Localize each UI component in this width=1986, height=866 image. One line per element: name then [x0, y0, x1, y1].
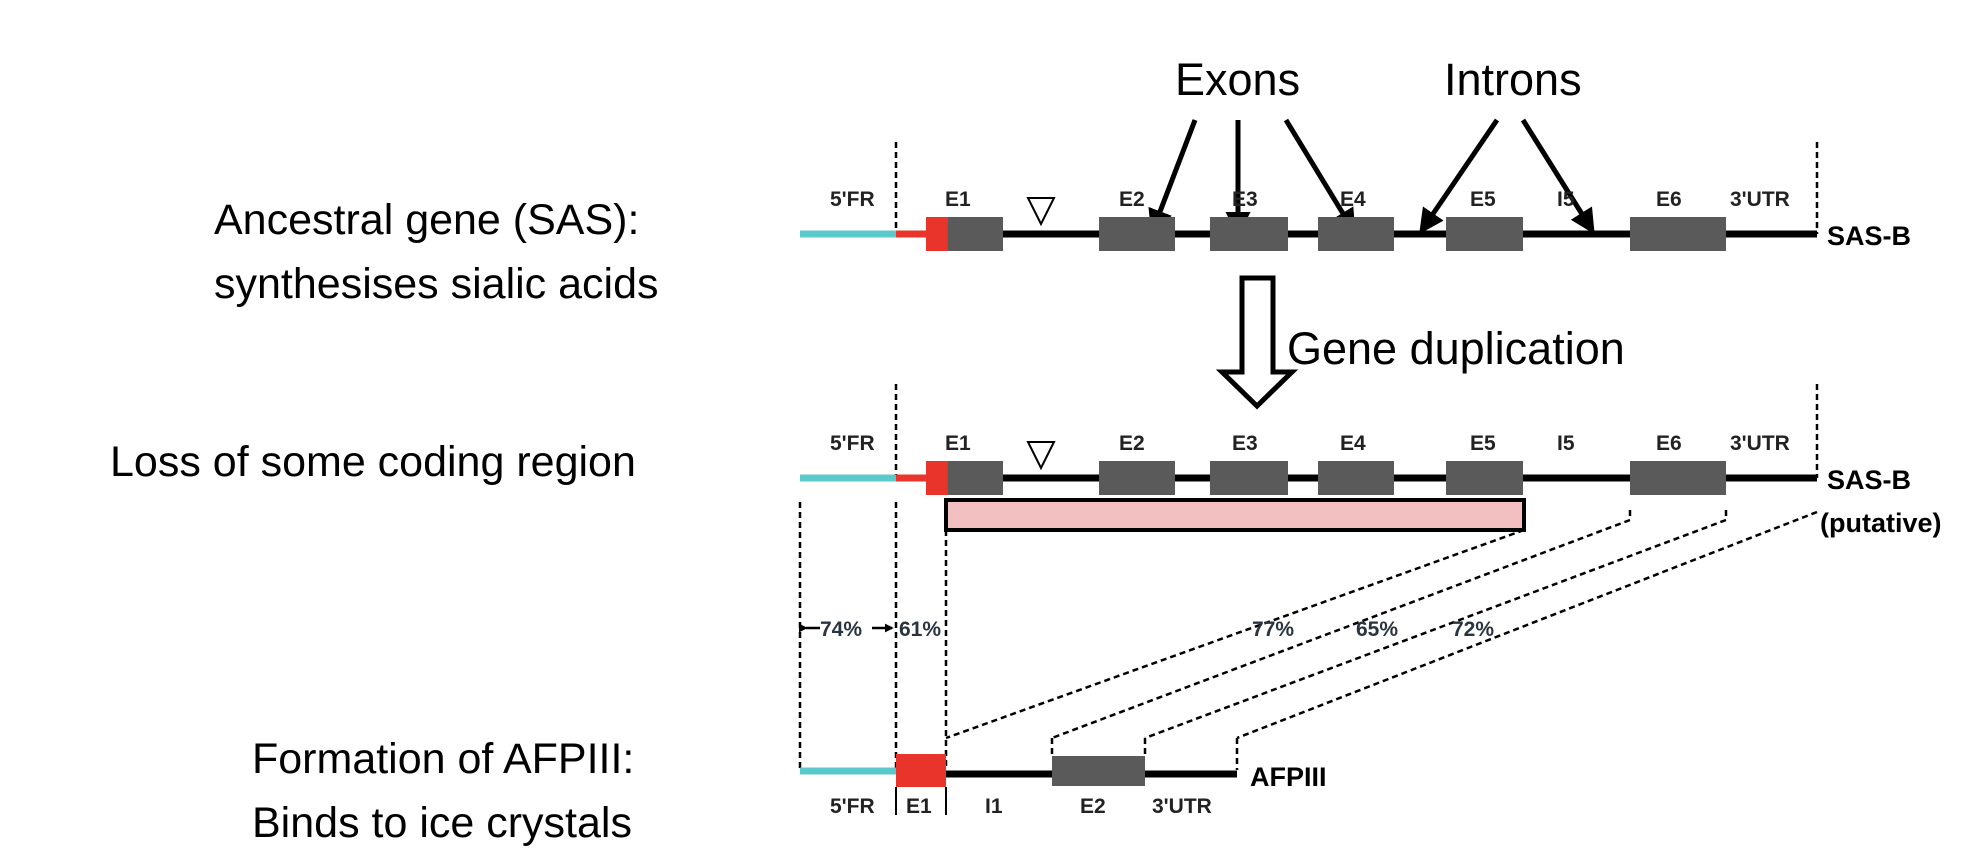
afpiii-exon-e1 [896, 754, 946, 787]
label-e2: E2 [1119, 188, 1145, 211]
gene-name-afpiii: AFPIII [1250, 762, 1327, 792]
gene-name-sas-b: SAS-B [1827, 221, 1911, 251]
label-e1: E1 [945, 432, 971, 455]
label-e6: E6 [1656, 432, 1682, 455]
label-i5: I5 [1557, 432, 1575, 455]
similarity-61: 61% [899, 618, 941, 641]
exons-annotation: Exons [1175, 54, 1300, 105]
sas-b-gene-row: 5'FR E1 E2 E3 E4 E5 I5 E6 3'UTR SAS-B [800, 142, 1911, 251]
afpiii-gene-row: 5'FR E1 I1 E2 3'UTR AFPIII [800, 754, 1327, 818]
label-e4: E4 [1340, 188, 1366, 211]
exon-e2 [1099, 217, 1175, 251]
introns-annotation: Introns [1444, 54, 1582, 105]
label-5fr: 5'FR [830, 432, 875, 455]
exon-pointer-arrows [1148, 118, 1356, 237]
label-3utr: 3'UTR [1730, 432, 1790, 455]
label-5fr: 5'FR [830, 795, 875, 818]
triangle-marker-icon [1026, 441, 1056, 471]
similarity-percentages: 74% 61% 77% 65% 72% [799, 618, 1494, 641]
label-5fr: 5'FR [830, 188, 875, 211]
similarity-65: 65% [1356, 618, 1398, 641]
sas-b-putative-gene-row: 5'FR E1 E2 E3 E4 E5 I5 E6 3'UTR SAS-B (p… [800, 384, 1942, 538]
exon-e5 [1446, 217, 1523, 251]
label-e6: E6 [1656, 188, 1682, 211]
ancestral-gene-label: Ancestral gene (SAS): [214, 196, 639, 244]
formation-label: Formation of AFPIII: [252, 735, 634, 783]
label-i5: I5 [1557, 188, 1575, 211]
exon-e3 [1210, 217, 1288, 251]
label-3utr: 3'UTR [1152, 795, 1212, 818]
formation-function: Binds to ice crystals [252, 799, 632, 847]
label-e5: E5 [1470, 432, 1496, 455]
label-e1: E1 [945, 188, 971, 211]
homology-mapping-lines [798, 502, 1818, 770]
exon-e6 [1630, 217, 1726, 251]
label-e1: E1 [906, 795, 932, 818]
ancestral-gene-function: synthesises sialic acids [214, 260, 659, 308]
gene-duplication-annotation: Gene duplication [1287, 323, 1625, 374]
similarity-72: 72% [1452, 618, 1494, 641]
label-e2: E2 [1119, 432, 1145, 455]
label-e3: E3 [1232, 432, 1258, 455]
similarity-74: 74% [820, 618, 862, 641]
exon-e1-coding [926, 217, 948, 251]
gene-qualifier-putative: (putative) [1820, 508, 1942, 538]
afpiii-exon-e2 [1052, 756, 1145, 786]
label-e4: E4 [1340, 432, 1366, 455]
exon-e4 [1318, 217, 1394, 251]
similarity-77: 77% [1252, 618, 1294, 641]
label-3utr: 3'UTR [1730, 188, 1790, 211]
exon-e1 [948, 217, 1003, 251]
label-e5: E5 [1470, 188, 1496, 211]
lost-coding-region-box [944, 498, 1526, 532]
label-e3: E3 [1232, 188, 1258, 211]
label-e2: E2 [1080, 795, 1106, 818]
triangle-marker-icon [1026, 197, 1056, 227]
gene-name-sas-b-putative: SAS-B [1827, 465, 1911, 495]
duplication-arrow-icon [1215, 275, 1299, 410]
intron-pointer-arrows [1419, 118, 1595, 235]
label-i1: I1 [985, 795, 1003, 818]
loss-label: Loss of some coding region [110, 438, 636, 486]
